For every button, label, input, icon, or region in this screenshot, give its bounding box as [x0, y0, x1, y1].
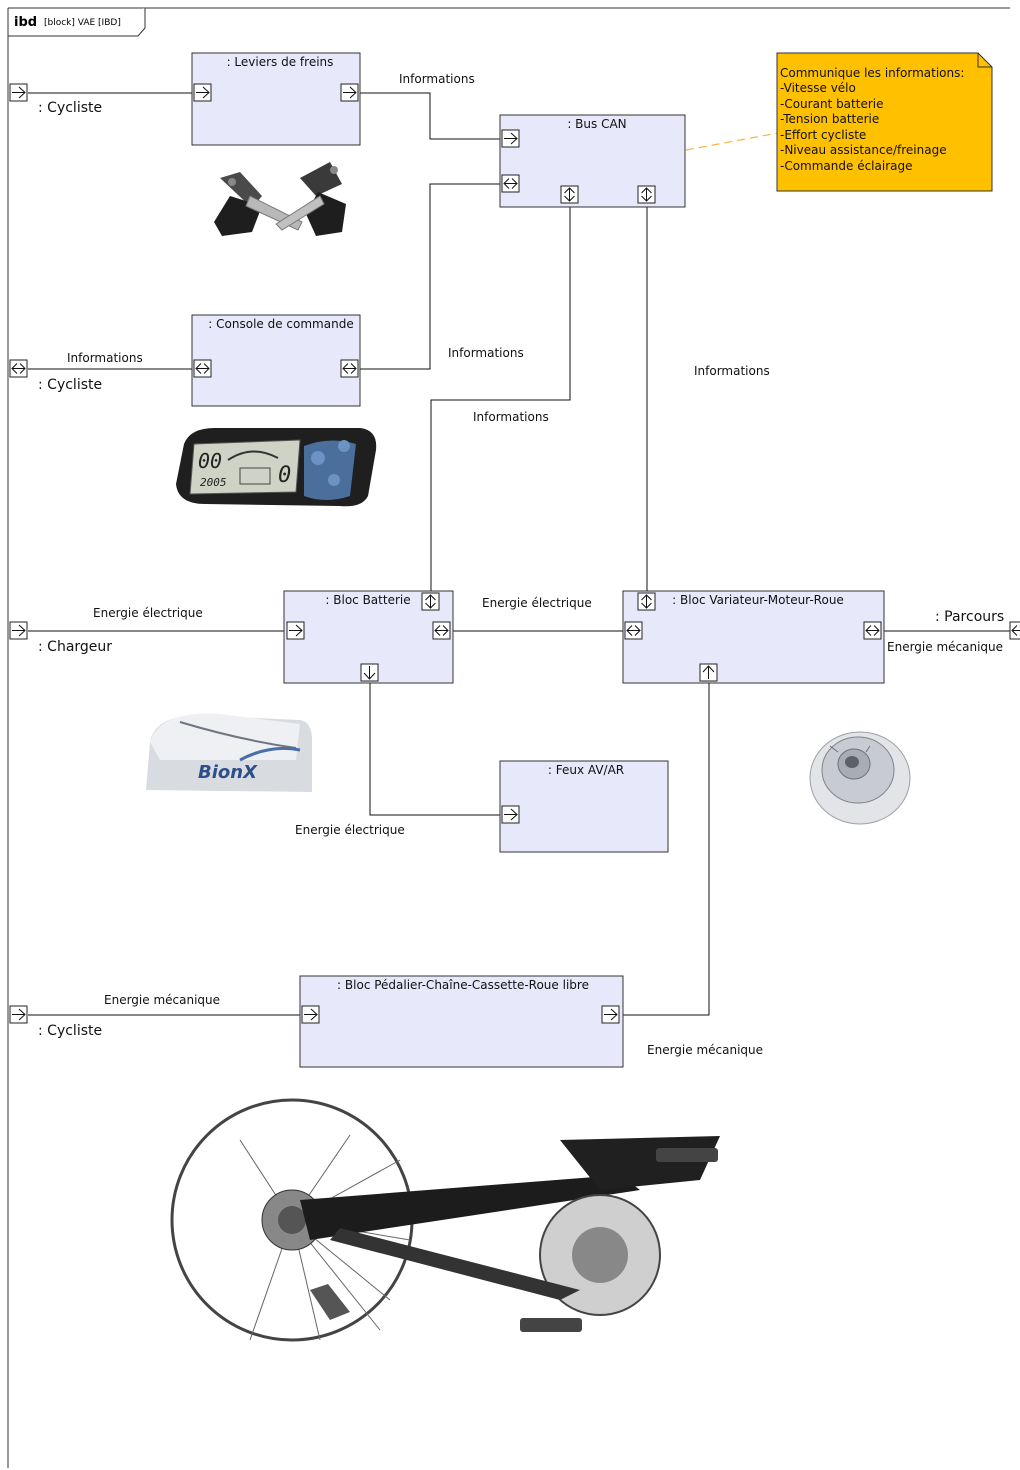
external-cycliste-3: : Cycliste [38, 1023, 102, 1039]
flow-info-console-ext: Informations [67, 351, 143, 365]
flow-info-bus-variateur: Informations [694, 364, 770, 378]
flow-energie-cycliste: Energie mécanique [104, 993, 220, 1007]
brake-levers-photo [214, 162, 346, 236]
block-leviers: : Leviers de freins [191, 52, 361, 146]
flow-info-leviers: Informations [399, 72, 475, 86]
note-body [776, 52, 993, 192]
block-leviers-title: : Leviers de freins [227, 55, 334, 69]
drivetrain-photo [170, 1098, 725, 1355]
flow-energie-parcours: Energie mécanique [887, 640, 1003, 654]
block-pedalier-title: : Bloc Pédalier-Chaîne-Cassette-Roue lib… [337, 978, 589, 992]
block-feux-title: : Feux AV/AR [548, 763, 624, 777]
external-parcours: : Parcours [935, 609, 1004, 625]
battery-logo: BionX [198, 762, 258, 783]
hub-motor-photo [809, 731, 911, 825]
block-pedalier: : Bloc Pédalier-Chaîne-Cassette-Roue lib… [299, 975, 624, 1068]
note-line-2: -Vitesse vélo [780, 81, 856, 95]
battery-photo: BionX [146, 713, 312, 792]
flow-energie-feux: Energie électrique [295, 823, 405, 837]
note-line-6: -Niveau assistance/freinage [780, 143, 947, 157]
block-console: : Console de commande [191, 314, 361, 407]
flow-energie-pedalier: Energie mécanique [647, 1043, 763, 1057]
flow-info-console-bus: Informations [448, 346, 524, 360]
block-feux: : Feux AV/AR [499, 760, 669, 853]
note-line-3: -Courant batterie [780, 97, 883, 111]
block-variateur-title: : Bloc Variateur-Moteur-Roue [672, 593, 844, 607]
note-line-7: -Commande éclairage [780, 159, 913, 173]
lcd-console-photo: 00 2005 0 [176, 428, 377, 507]
block-console-title: : Console de commande [208, 317, 353, 331]
note-text: Communique les informations: -Vitesse vé… [780, 66, 968, 173]
svg-text:0: 0 [278, 463, 291, 488]
flow-energie-batt-var: Energie électrique [482, 596, 592, 610]
ports [9, 83, 1020, 1024]
block-batterie-title: : Bloc Batterie [325, 593, 410, 607]
note-line-4: -Tension batterie [780, 112, 879, 126]
diagram-frame: ibd [block] VAE [IBD] [7, 7, 1010, 1468]
external-cycliste-1: : Cycliste [38, 100, 102, 116]
frame-kind: ibd [14, 15, 37, 30]
connectors [28, 92, 1012, 1016]
frame-context: [block] VAE [IBD] [44, 18, 121, 28]
block-bus-can: : Bus CAN [499, 114, 686, 208]
flow-energie-chargeur: Energie électrique [93, 606, 203, 620]
note-line-5: -Effort cycliste [780, 128, 866, 142]
external-chargeur: : Chargeur [38, 639, 112, 655]
bus-can-note: Communique les informations: -Vitesse vé… [776, 52, 993, 192]
flow-info-bus-batterie: Informations [473, 410, 549, 424]
external-labels: : Cycliste : Cycliste : Chargeur : Parco… [38, 100, 1004, 1039]
svg-text:2005: 2005 [200, 476, 227, 489]
external-cycliste-2: : Cycliste [38, 377, 102, 393]
block-variateur: : Bloc Variateur-Moteur-Roue [622, 590, 885, 684]
svg-text:00: 00 [198, 449, 222, 473]
flow-labels: Informations Informations Informations I… [67, 72, 1003, 1057]
note-line-1: Communique les informations: [780, 66, 964, 80]
block-bus-title: : Bus CAN [567, 117, 626, 131]
